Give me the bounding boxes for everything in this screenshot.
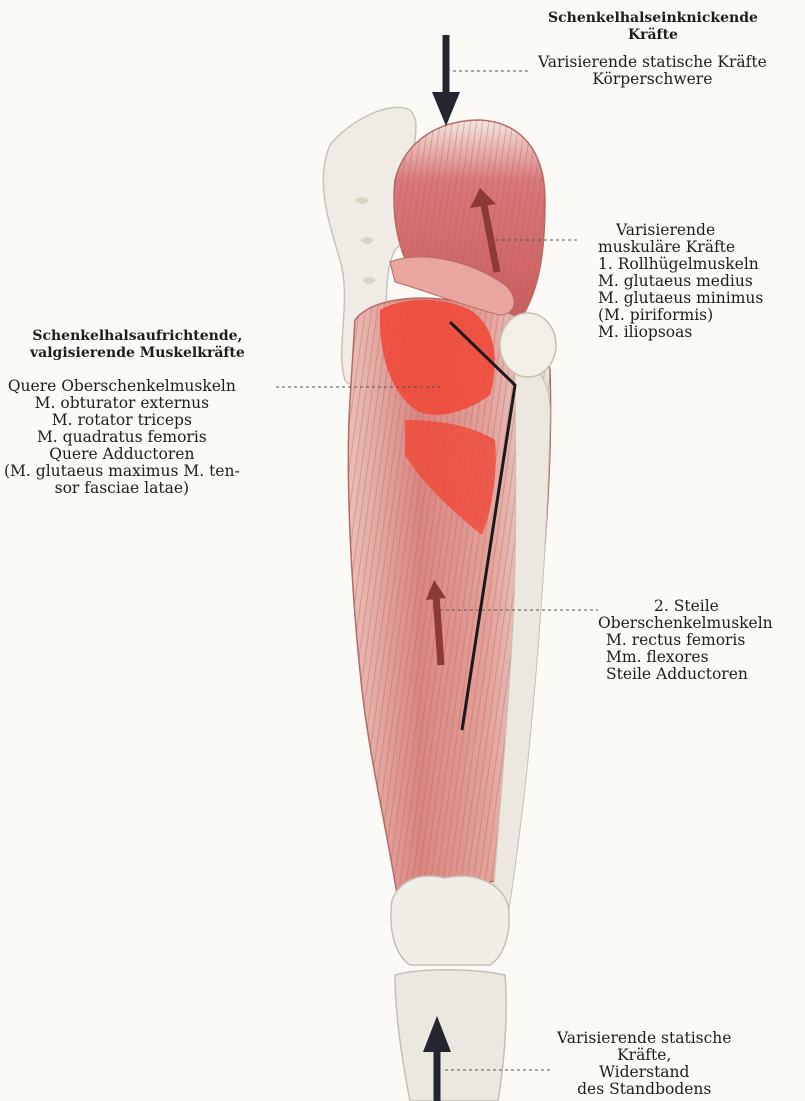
label-line: muskuläre Kräfte — [598, 239, 763, 256]
label-line: valgisierende Muskelkräfte — [30, 345, 245, 362]
label-line: Schenkelhalseinknickende — [548, 10, 758, 27]
label-line: 1. Rollhügelmuskeln — [598, 256, 763, 273]
label-top-heading: Schenkelhalseinknickende Kräfte — [548, 10, 758, 44]
label-line: Varisierende statische Kräfte — [538, 54, 767, 71]
lower-leg — [395, 970, 506, 1101]
label-line: M. rotator triceps — [4, 412, 240, 429]
label-muscular-varus: Varisierende muskuläre Kräfte 1. Rollhüg… — [598, 222, 763, 341]
label-left-heading: Schenkelhalsaufrichtende, valgisierende … — [30, 328, 245, 362]
label-line: Varisierende — [598, 222, 763, 239]
knee-joint — [391, 876, 509, 965]
label-line: sor fasciae latae) — [4, 480, 240, 497]
label-line: M. glutaeus medius — [598, 273, 763, 290]
label-line: M. obturator externus — [4, 395, 240, 412]
label-bottom-static: Varisierende statische Kräfte, Widerstan… — [557, 1030, 731, 1098]
label-line: Schenkelhalsaufrichtende, — [30, 328, 245, 345]
label-line: Quere Adductoren — [4, 446, 240, 463]
label-line: Mm. flexores — [598, 649, 773, 666]
label-line: 2. Steile — [598, 598, 773, 615]
label-line: Steile Adductoren — [598, 666, 773, 683]
label-line: M. iliopsoas — [598, 324, 763, 341]
label-line: M. glutaeus minimus — [598, 290, 763, 307]
label-line: Widerstand — [557, 1064, 731, 1081]
label-steep-muscles: 2. Steile Oberschenkelmuskeln M. rectus … — [598, 598, 773, 683]
label-line: (M. piriformis) — [598, 307, 763, 324]
label-line: M. rectus femoris — [598, 632, 773, 649]
label-line: Quere Oberschenkelmuskeln — [4, 378, 240, 395]
label-line: Varisierende statische — [557, 1030, 731, 1047]
label-left-list: Quere Oberschenkelmuskeln M. obturator e… — [4, 378, 240, 497]
label-line: Körperschwere — [538, 71, 767, 88]
label-line: des Standbodens — [557, 1081, 731, 1098]
label-line: Kräfte — [548, 27, 758, 44]
body-weight-arrow — [432, 35, 460, 126]
label-top-static: Varisierende statische Kräfte Körperschw… — [538, 54, 767, 88]
label-line: (M. glutaeus maximus M. ten- — [4, 463, 240, 480]
label-line: Oberschenkelmuskeln — [598, 615, 773, 632]
label-line: M. quadratus femoris — [4, 429, 240, 446]
label-line: Kräfte, — [557, 1047, 731, 1064]
greater-trochanter — [500, 313, 556, 377]
